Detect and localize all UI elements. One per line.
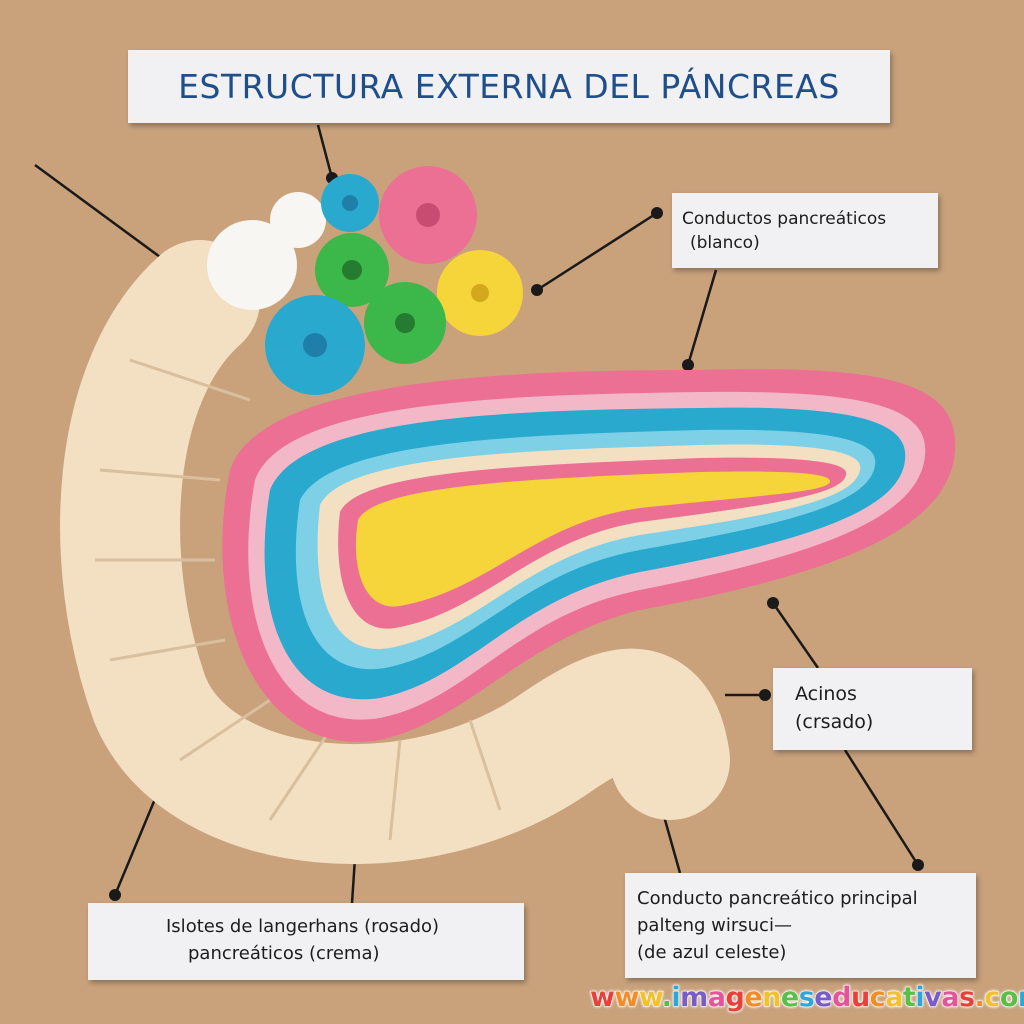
label-acinos: Acinos (crsado) xyxy=(773,668,972,750)
page-title: ESTRUCTURA EXTERNA DEL PÁNCREAS xyxy=(128,50,890,123)
watermark-letter: t xyxy=(902,982,916,1014)
islet-donuts xyxy=(207,166,523,395)
label-line: pancreáticos (crema) xyxy=(188,943,380,964)
label-line: Islotes de langerhans (rosado) xyxy=(166,916,440,937)
watermark-letter: a xyxy=(941,982,960,1014)
watermark-letter: c xyxy=(984,982,1001,1014)
watermark-letter: n xyxy=(762,982,782,1014)
watermark-letter: . xyxy=(974,982,985,1014)
label-line: palteng wirsuci— xyxy=(637,915,792,936)
label-islotes: Islotes de langerhans (rosado) pancreáti… xyxy=(88,903,524,980)
watermark-letter: i xyxy=(671,982,681,1014)
watermark-letter: e xyxy=(744,982,763,1014)
watermark-letter: g xyxy=(725,982,745,1014)
watermark-letter: u xyxy=(850,982,870,1014)
watermark-letter: s xyxy=(958,982,975,1014)
watermark-letter: o xyxy=(999,982,1019,1014)
watermark: www.imageneseducativas.com xyxy=(589,982,1024,1014)
label-line: Conducto pancreático principal xyxy=(637,888,918,909)
watermark-letter: d xyxy=(832,982,852,1014)
label-line: Conductos pancreáticos xyxy=(682,209,887,229)
watermark-letter: v xyxy=(924,982,943,1014)
label-line: (de azul celeste) xyxy=(637,942,787,963)
label-line: (blanco) xyxy=(690,233,760,253)
duodenum xyxy=(60,240,730,865)
watermark-letter: m xyxy=(1017,982,1024,1014)
watermark-letter: e xyxy=(780,982,799,1014)
watermark-letter: w xyxy=(589,982,615,1014)
watermark-letter: e xyxy=(814,982,833,1014)
watermark-letter: c xyxy=(869,982,886,1014)
label-conductos-pancreaticos: Conductos pancreáticos (blanco) xyxy=(672,193,938,268)
watermark-letter: w xyxy=(638,982,662,1014)
watermark-letter: s xyxy=(798,982,815,1014)
watermark-letter: m xyxy=(680,982,709,1014)
duodenum-segments xyxy=(95,358,502,841)
watermark-letter: a xyxy=(885,982,904,1014)
pancreas-yellow-core xyxy=(355,471,831,607)
watermark-letter: . xyxy=(661,982,672,1014)
label-line: Acinos xyxy=(795,683,857,705)
label-line: (crsado) xyxy=(795,711,874,733)
label-conducto-principal: Conducto pancreático principal palteng w… xyxy=(625,873,976,978)
watermark-letter: w xyxy=(614,982,640,1014)
leader-lines xyxy=(34,124,920,904)
watermark-letter: i xyxy=(915,982,925,1014)
watermark-letter: a xyxy=(707,982,726,1014)
